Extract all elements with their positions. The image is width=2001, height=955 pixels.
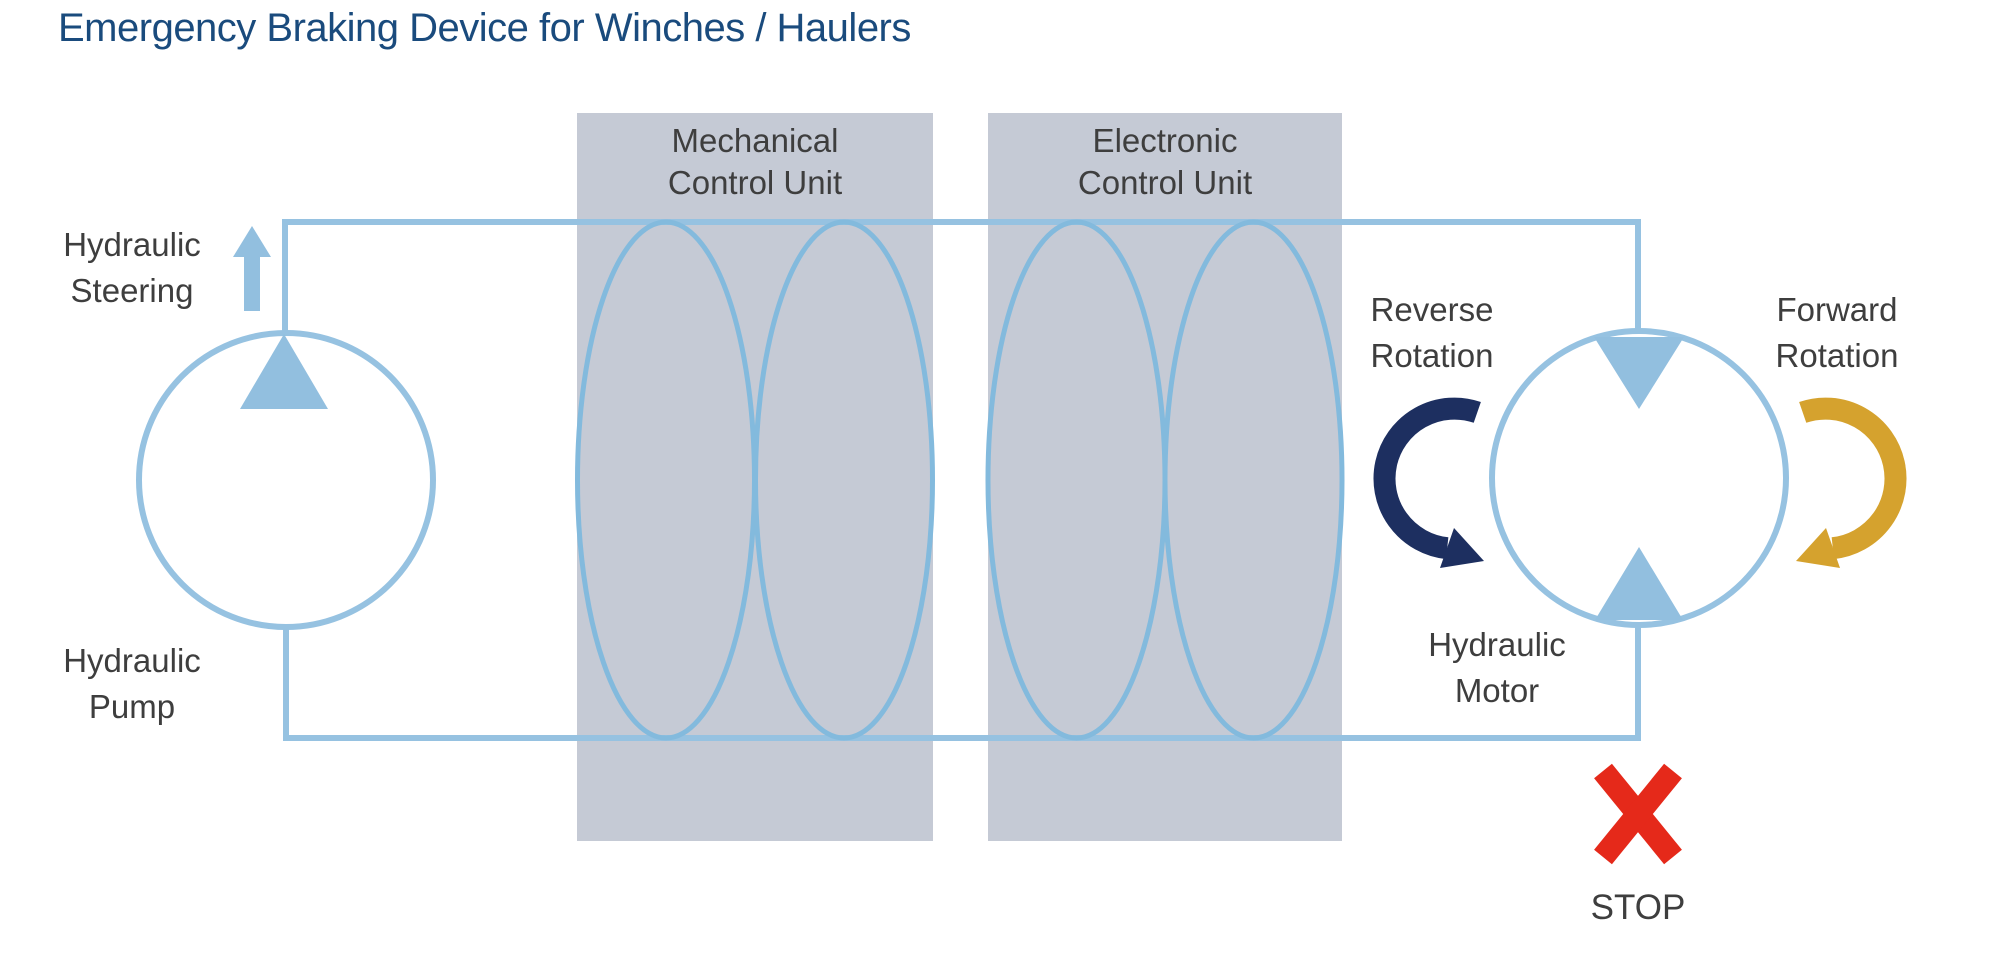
hydraulic-pump-label: Hydraulic Pump bbox=[63, 638, 201, 730]
control-loops bbox=[575, 219, 1345, 741]
steering-arrow-icon bbox=[233, 226, 271, 311]
steering-arrow-head bbox=[233, 226, 271, 257]
forward-rotation-arrow-icon bbox=[1796, 397, 1907, 568]
hydraulic-motor-symbol bbox=[1489, 328, 1789, 628]
page-title: Emergency Braking Device for Winches / H… bbox=[58, 6, 911, 50]
label-line: Steering bbox=[70, 272, 194, 309]
hydraulic-line-top bbox=[282, 219, 1641, 334]
label-line: Hydraulic bbox=[1428, 626, 1566, 663]
label-line: Mechanical bbox=[671, 122, 839, 159]
reverse-rotation-arrow-icon bbox=[1373, 397, 1484, 568]
stop-label: STOP bbox=[1590, 888, 1686, 927]
reverse-rotation-label: Reverse Rotation bbox=[1371, 287, 1494, 379]
stop-x-icon bbox=[1594, 763, 1682, 865]
label-line: Rotation bbox=[1775, 337, 1899, 374]
hydraulic-pump-symbol bbox=[136, 330, 436, 630]
motor-outlet-triangle bbox=[1595, 547, 1683, 620]
reverse-arrow-head bbox=[1440, 528, 1484, 568]
hydraulic-line-bottom bbox=[283, 624, 1641, 741]
mechanical-control-unit-label: Mechanical Control Unit bbox=[668, 120, 842, 204]
label-line: Control Unit bbox=[667, 164, 843, 201]
label-line: Electronic bbox=[1092, 122, 1238, 159]
electronic-control-unit-label: Electronic Control Unit bbox=[1078, 120, 1252, 204]
label-line: Control Unit bbox=[1077, 164, 1253, 201]
forward-arrow-head bbox=[1796, 528, 1840, 568]
reverse-arrow-arc bbox=[1373, 397, 1481, 560]
control-loop-ellipse bbox=[1162, 219, 1345, 741]
steering-arrow-shaft bbox=[244, 252, 260, 311]
pump-flow-triangle bbox=[240, 334, 328, 409]
hydraulic-steering-label: Hydraulic Steering bbox=[63, 222, 201, 314]
motor-inlet-triangle bbox=[1594, 337, 1684, 409]
label-line: Motor bbox=[1454, 672, 1540, 709]
forward-rotation-label: Forward Rotation bbox=[1776, 287, 1899, 379]
control-loop-ellipse bbox=[753, 219, 935, 741]
label-line: Forward bbox=[1776, 291, 1898, 328]
forward-arrow-arc bbox=[1799, 397, 1907, 560]
label-line: Pump bbox=[88, 688, 176, 725]
label-line: Rotation bbox=[1370, 337, 1494, 374]
hydraulic-motor-label: Hydraulic Motor bbox=[1428, 622, 1566, 714]
label-line: Hydraulic bbox=[63, 642, 201, 679]
label-line: Reverse bbox=[1370, 291, 1494, 328]
stop-x-stroke bbox=[1594, 763, 1682, 865]
label-line: Hydraulic bbox=[63, 226, 201, 263]
